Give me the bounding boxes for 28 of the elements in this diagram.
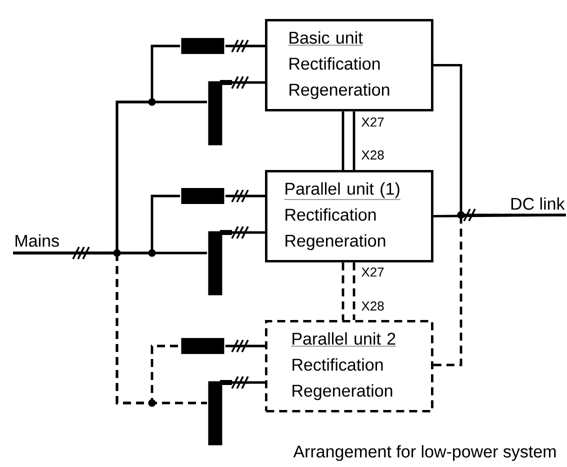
- unit-box: Parallel unit (1) Rectification Regeneration: [265, 170, 434, 262]
- filter-block: [181, 38, 224, 54]
- dc-link-label: DC link: [511, 197, 565, 210]
- choke-symbol: [208, 80, 232, 146]
- mains-label: Mains: [16, 234, 59, 247]
- connector-label: X27: [362, 117, 384, 127]
- connection-line: [352, 262, 356, 320]
- filter-block: [181, 338, 224, 354]
- caption: Arrangement for low-power system: [293, 445, 556, 461]
- connection-line: [225, 194, 265, 198]
- connection-line: [223, 381, 265, 384]
- connection-line: [223, 81, 265, 84]
- unit-box: Parallel unit 2 Rectification Regeneration: [265, 320, 434, 412]
- connection-line: [223, 231, 265, 234]
- connection-line: [342, 262, 344, 320]
- connection-line: [352, 111, 356, 170]
- connector-label: X28: [362, 150, 384, 160]
- connection-line: [225, 344, 265, 348]
- connection-line: [342, 111, 344, 170]
- choke-symbol: [208, 230, 232, 296]
- connection-line: [433, 214, 566, 366]
- connection-line: [225, 44, 265, 48]
- choke-symbol: [208, 380, 232, 446]
- connector-label: X27: [362, 267, 384, 277]
- unit-box: Basic unit Rectification Regeneration: [265, 19, 434, 112]
- connector-label: X28: [362, 301, 384, 311]
- filter-block: [181, 188, 224, 204]
- connection-line: [433, 214, 566, 218]
